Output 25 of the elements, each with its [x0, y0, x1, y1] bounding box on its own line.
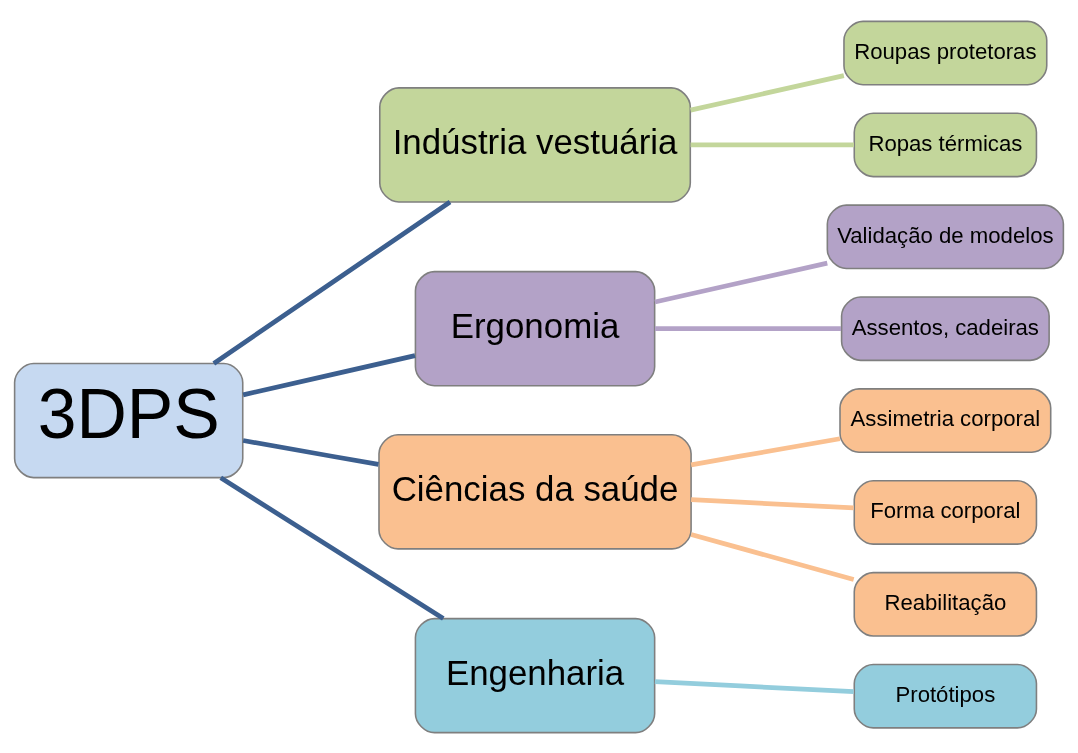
connector: [212, 199, 452, 365]
node-box: Forma corporal: [853, 479, 1038, 545]
connector: [242, 437, 379, 467]
connector: [654, 260, 828, 304]
node-box: Assimetria corporal: [839, 387, 1052, 453]
node-box: Validação de modelos: [826, 203, 1065, 269]
node-box: 3DPS: [13, 362, 244, 478]
node-box: Roupas protetoras: [843, 20, 1048, 85]
node-box: Engenharia: [414, 617, 656, 733]
connector: [691, 496, 854, 510]
node-box: Protótipos: [853, 663, 1038, 729]
connector: [219, 475, 445, 621]
connector: [690, 531, 855, 582]
connector: [690, 142, 854, 147]
connector: [690, 435, 841, 467]
node-box: Ergonomia: [414, 270, 656, 386]
connector: [690, 72, 845, 112]
connector: [654, 325, 842, 331]
connector: [242, 352, 416, 397]
connector: [654, 678, 854, 694]
node-box: Reabilitação: [853, 571, 1038, 637]
node-box: Ropas térmicas: [853, 111, 1038, 177]
node-box: Indústria vestuária: [379, 86, 692, 203]
node-box: Ciências da saúde: [378, 433, 692, 550]
node-box: Assentos, cadeiras: [840, 295, 1050, 361]
